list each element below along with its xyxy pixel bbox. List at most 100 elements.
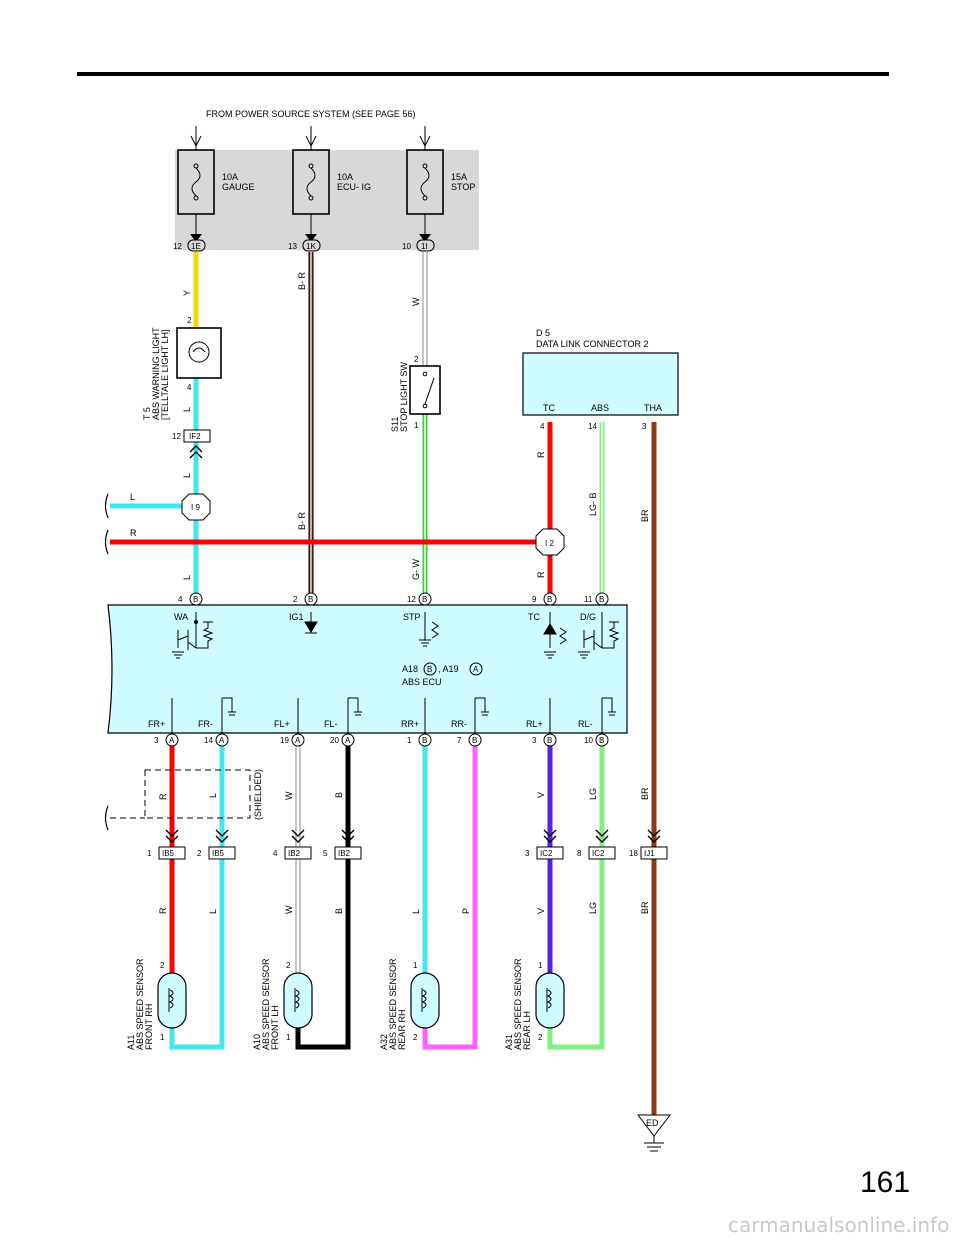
i9-name: I 9 (191, 503, 200, 512)
sensor-name1: ABS SPEED SENSOR (513, 958, 523, 1050)
ecu-top-num: 11 (584, 595, 593, 604)
label-p-rr: P (461, 908, 471, 914)
page-number: 161 (860, 1166, 910, 1199)
label-r-left: R (130, 528, 137, 538)
ground-label: ED (646, 1118, 659, 1128)
label-y: Y (182, 290, 192, 296)
junction-i2 (535, 528, 565, 556)
ecu-top-conn: B (308, 595, 313, 604)
connector-pin: 4 (273, 849, 278, 858)
connector-name: IB5 (162, 849, 175, 858)
sensor-name1: ABS SPEED SENSOR (261, 958, 271, 1050)
sw-pin-bot: 1 (414, 421, 419, 430)
ecu-internal-ig1 (304, 612, 318, 634)
sensor-pin-top: 1 (413, 961, 418, 970)
ecu-bottom-num: 7 (457, 736, 462, 745)
switch-lever-icon (424, 377, 435, 405)
connector-pin: 1 (147, 849, 152, 858)
ecu-top-num: 9 (532, 595, 537, 604)
label-br-2: BR (640, 787, 650, 800)
fuse-pin-num-1: 12 (173, 242, 182, 251)
ecu-bottom-conn: A (345, 736, 351, 745)
ecu-bottom-term: FR- (198, 719, 213, 729)
fuse-gauge (177, 126, 215, 240)
sensor-name2: REAR RH (397, 1009, 407, 1050)
label-l-3: L (182, 575, 192, 580)
if2-name: IF2 (189, 432, 201, 441)
ground-ed (636, 1114, 672, 1152)
label-l-1: L (182, 407, 192, 412)
fuse-gauge-amp: 10A (222, 172, 238, 182)
fuse-ecu-ig (292, 126, 330, 240)
ecu-bottom-num: 20 (330, 736, 339, 745)
dlc-name: DATA LINK CONNECTOR 2 (536, 339, 649, 349)
fuse-pin-num-2: 13 (288, 242, 297, 251)
fuse-pin-num-3: 10 (402, 242, 411, 251)
ecu-top-pin-4: B 11D/G (580, 592, 609, 622)
ecu-top-num: 12 (407, 595, 416, 604)
label-b-r-mid: B- R (297, 511, 307, 530)
label-v-2: V (536, 908, 546, 914)
shield-break (104, 805, 109, 831)
label-l-fr1: L (208, 793, 218, 798)
label-b-fl1: B (334, 792, 344, 798)
bulb-filament (192, 347, 206, 353)
connector-pin: 8 (577, 849, 582, 858)
label-w-fl2: W (284, 905, 294, 914)
sensor-id: A32 (379, 1034, 389, 1050)
fuse-ecu-amp: 10A (337, 172, 353, 182)
warning-name2: [TELLTALE LIGHT LH] (160, 329, 170, 420)
header-source: FROM POWER SOURCE SYSTEM (SEE PAGE 56) (206, 109, 415, 119)
sensor-pin-bot: 2 (538, 1033, 543, 1042)
ecu-bottom-pin-3: A 20 FL- (324, 719, 355, 747)
connector-chevrons (165, 829, 661, 843)
dlc-id: D 5 (536, 328, 550, 338)
ecu-top-term: D/G (580, 612, 596, 622)
ecu-top-conn: B (193, 595, 198, 604)
fuse-stop-name: STOP (451, 182, 475, 192)
label-shielded: (SHIELDED) (253, 769, 263, 820)
ecu-bottom-conn: A (295, 736, 301, 745)
junction-i9 (181, 493, 211, 521)
connector-name: IB5 (212, 849, 225, 858)
sensor-name2: REAR LH (522, 1011, 532, 1050)
top-rule (77, 72, 889, 76)
warning-pin-top: 2 (187, 316, 192, 325)
ecu-b: B (427, 665, 432, 674)
sensor-name2: FRONT LH (270, 1005, 280, 1050)
ecu-bottom-term: FL- (324, 719, 338, 729)
ecu-bottom-term: FL+ (274, 719, 290, 729)
sensor-pin-bot: 1 (160, 1033, 165, 1042)
abs-ecu-box (107, 604, 628, 734)
sensor-pin-bot: 2 (413, 1033, 418, 1042)
ecu-top-conn: B (599, 595, 604, 604)
connector-name: IJ1 (644, 849, 655, 858)
wire-l-fr (169, 746, 225, 1050)
fuse-conn-3: 1I (421, 242, 428, 251)
sw-pin-top: 2 (414, 355, 419, 364)
ecu-bottom-num: 19 (280, 736, 289, 745)
ecu-bottom-num: 1 (407, 736, 412, 745)
label-w-fl1: W (284, 791, 294, 800)
warning-name1: ABS WARNING LIGHT (151, 327, 161, 420)
warning-pin-bot: 4 (187, 383, 192, 392)
fuse-pin-1e (187, 234, 206, 252)
connector-ib5-0: IB5 1 (147, 846, 186, 860)
label-r-fr1: R (158, 793, 168, 800)
label-l-left: L (130, 492, 135, 502)
label-l-fr2: L (208, 909, 218, 914)
ecu-internal-stp (419, 612, 439, 647)
if2-pin: 12 (172, 432, 181, 441)
sensor-id: A11 (126, 1035, 136, 1050)
ecu-top-conn: B (422, 595, 427, 604)
